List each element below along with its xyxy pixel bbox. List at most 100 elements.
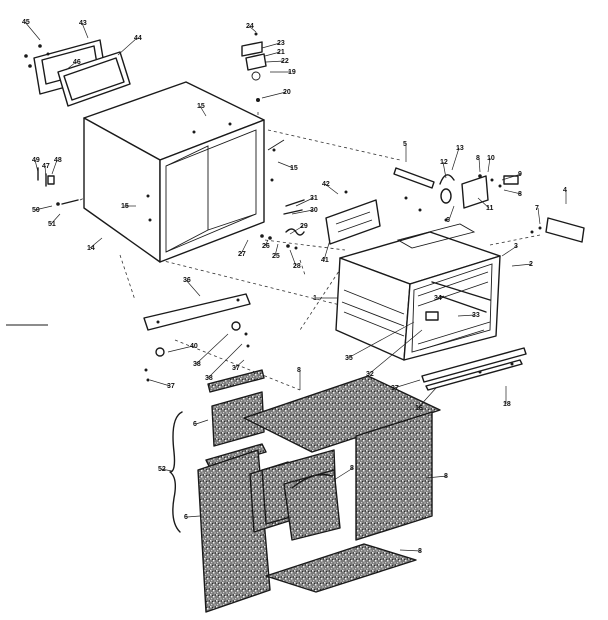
callout-leader-c11 <box>477 197 490 209</box>
callout-c32: 32 <box>366 371 374 378</box>
oven-liner <box>335 223 501 361</box>
callout-leader-c15a <box>199 105 207 117</box>
callout-c37c: 37 <box>391 385 399 392</box>
callout-leader-c30 <box>291 209 314 215</box>
callout-leader-c9 <box>501 173 522 181</box>
callout-c13: 13 <box>456 145 464 152</box>
callout-leader-c14 <box>89 237 103 249</box>
handle-plate <box>325 190 381 245</box>
callout-c33: 33 <box>472 312 480 319</box>
callout-leader-c49 <box>34 159 39 173</box>
callout-c42: 42 <box>322 181 330 188</box>
callout-leader-c16 <box>417 387 437 409</box>
callout-leader-c36 <box>185 279 201 297</box>
callout-c2: 2 <box>529 261 533 268</box>
callout-leader-c8e <box>425 475 448 479</box>
callout-leader-c41 <box>323 239 331 261</box>
callout-c15c: 15 <box>121 203 129 210</box>
latch-parts <box>260 199 305 250</box>
callout-c34: 34 <box>434 295 442 302</box>
callout-leader-c6c <box>186 515 201 518</box>
callout-c27: 27 <box>238 251 246 258</box>
callout-c52: 52 <box>158 466 166 473</box>
callout-c7: 7 <box>535 205 539 212</box>
callout-leader-c28 <box>289 249 297 267</box>
callout-c1: 1 <box>313 295 317 302</box>
callout-c16: 16 <box>415 405 423 412</box>
callout-leader-c3 <box>501 245 518 257</box>
callout-leader-c6 <box>448 205 455 221</box>
callout-c20: 20 <box>283 89 291 96</box>
callout-leader-c13 <box>451 147 460 171</box>
hinge-assembly <box>241 32 267 102</box>
group-bracket-52 <box>169 411 183 533</box>
callout-c6c: 6 <box>184 514 188 521</box>
callout-c37a: 37 <box>167 383 175 390</box>
callout-leader-c10 <box>487 157 491 173</box>
callout-leader-c32 <box>368 329 423 375</box>
callout-c41: 41 <box>321 257 329 264</box>
callout-leader-c35 <box>347 321 415 359</box>
callout-c15b: 15 <box>290 165 298 172</box>
callout-leader-c8d <box>333 467 354 481</box>
callout-leader-c29 <box>289 225 304 235</box>
callout-leader-c8b <box>503 189 522 195</box>
callout-c38a: 38 <box>193 361 201 368</box>
callout-c18: 18 <box>503 401 511 408</box>
callout-c8d: 8 <box>350 465 354 472</box>
callout-c26: 26 <box>262 243 270 250</box>
callout-c14: 14 <box>87 245 95 252</box>
callout-c5: 5 <box>403 141 407 148</box>
callout-leader-c45 <box>24 21 41 41</box>
callout-leader-c38b <box>207 343 243 379</box>
callout-leader-c34 <box>436 295 445 299</box>
callout-leader-c37a <box>149 379 171 387</box>
callout-c8c: 8 <box>297 367 301 374</box>
callout-c3: 3 <box>514 243 518 250</box>
callout-c46: 46 <box>73 59 81 66</box>
callout-c28: 28 <box>293 263 301 270</box>
callout-leader-c33 <box>457 314 476 317</box>
callout-leader-c52 <box>160 468 173 472</box>
callout-leader-c6b <box>195 419 209 425</box>
callout-c44: 44 <box>134 35 142 42</box>
right-plate-4 <box>530 217 585 243</box>
callout-c47: 47 <box>42 163 50 170</box>
callout-leader-c12 <box>442 161 447 179</box>
callout-leader-c44 <box>117 37 138 56</box>
callout-leader-c37c <box>393 379 421 389</box>
insulation-pack <box>197 369 441 613</box>
callout-c35: 35 <box>345 355 353 362</box>
callout-c29: 29 <box>300 223 308 230</box>
callout-leader-c38a <box>195 333 229 365</box>
rails-16-18 <box>421 347 527 391</box>
callout-c6b: 6 <box>193 421 197 428</box>
callout-c15a: 15 <box>197 103 205 110</box>
callout-c22: 22 <box>281 58 289 65</box>
callout-leader-c2 <box>511 263 533 267</box>
callout-leader-c22 <box>265 60 285 63</box>
callout-c11: 11 <box>486 205 494 212</box>
callout-leader-c23 <box>261 42 281 49</box>
callout-c4: 4 <box>563 187 567 194</box>
left-hardware <box>37 167 79 206</box>
callout-leader-c51 <box>50 213 61 225</box>
callout-leader-c20 <box>261 91 287 99</box>
switch-assembly <box>404 174 519 222</box>
callout-c36: 36 <box>183 277 191 284</box>
callout-c8a: 8 <box>476 155 480 162</box>
callout-leader-c27 <box>240 239 249 255</box>
callout-c45: 45 <box>22 19 30 26</box>
callout-c8e: 8 <box>444 473 448 480</box>
callout-leader-c21 <box>264 51 281 57</box>
callout-c19: 19 <box>288 69 296 76</box>
callout-c49: 49 <box>32 157 40 164</box>
callout-c25: 25 <box>272 253 280 260</box>
callout-leader-c37b <box>234 359 245 369</box>
callout-c37b: 37 <box>232 365 240 372</box>
vent-frame-assembly <box>24 39 131 107</box>
callout-c8b: 8 <box>518 191 522 198</box>
small-parts-37-40 <box>144 321 250 382</box>
callout-leader-c8a <box>478 157 481 173</box>
callout-c30: 30 <box>310 207 318 214</box>
